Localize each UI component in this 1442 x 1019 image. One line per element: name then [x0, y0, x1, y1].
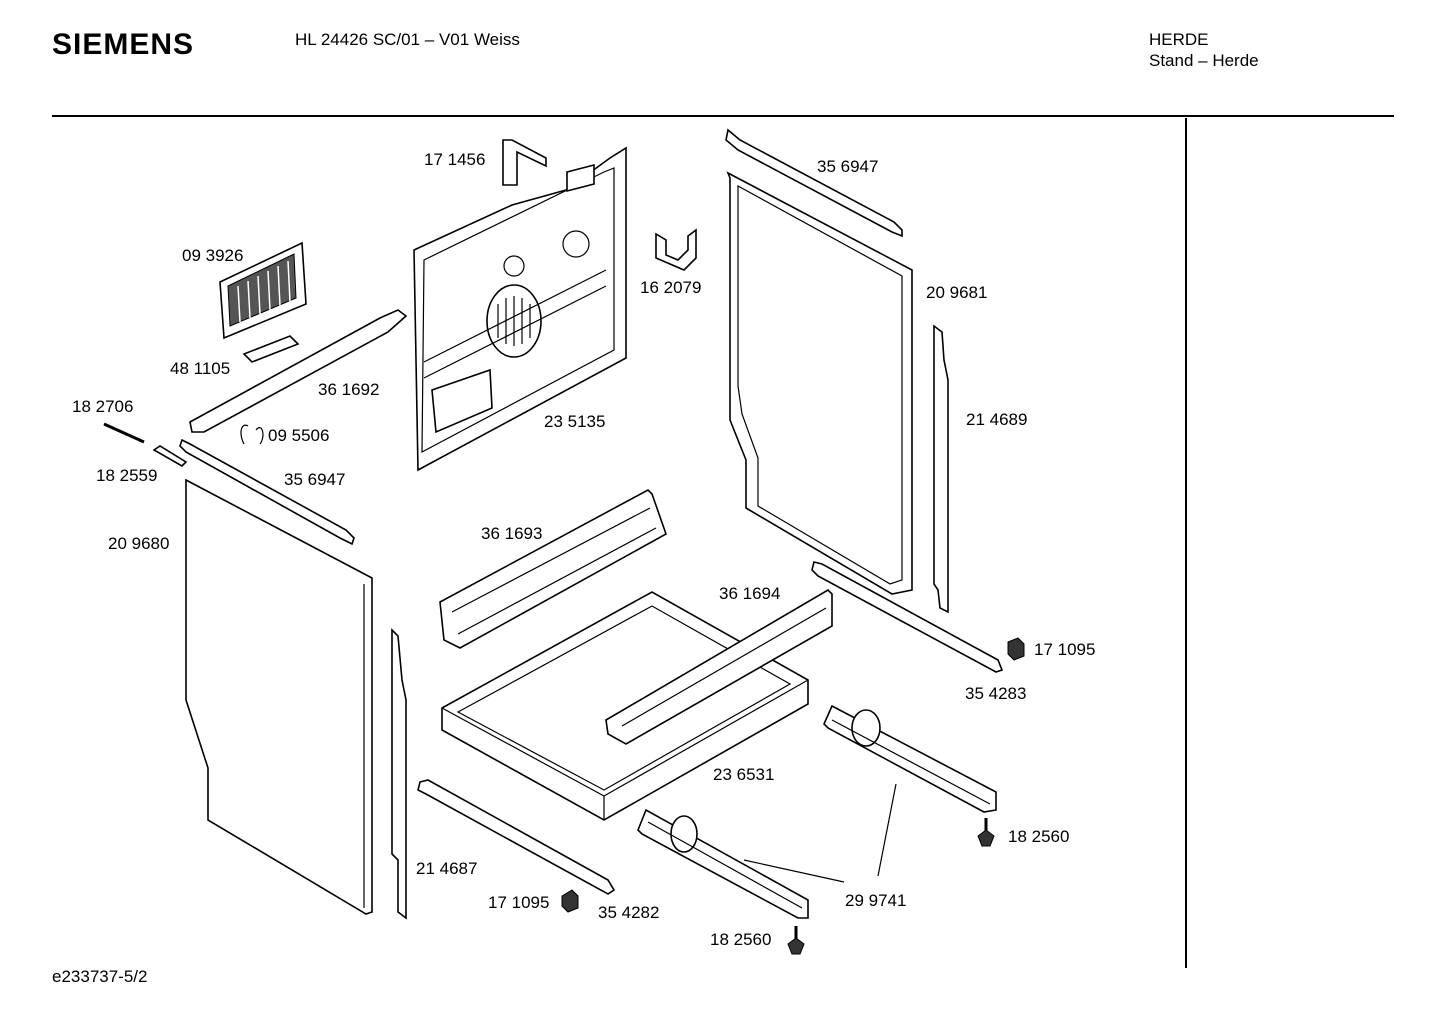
label-361692: 36 1692 [318, 380, 379, 399]
part-side-panel-209680 [185, 478, 373, 915]
part-sleeve-182559 [152, 445, 188, 467]
leader-lines-299741 [743, 783, 897, 883]
label-182559: 18 2559 [96, 466, 157, 485]
label-214689: 21 4689 [966, 410, 1027, 429]
part-bar-361694 [605, 588, 833, 745]
label-171456: 17 1456 [424, 150, 485, 169]
part-strip-214687 [391, 628, 407, 920]
part-strip-214689 [933, 324, 949, 614]
part-bracket-171456 [502, 139, 547, 186]
label-481105: 48 1105 [170, 359, 230, 378]
model-title: HL 24426 SC/01 – V01 Weiss [295, 30, 520, 49]
label-236531: 23 6531 [713, 765, 774, 784]
part-pin-182706 [103, 422, 145, 444]
document-id: e233737-5/2 [52, 967, 148, 986]
header-divider [52, 115, 1394, 117]
label-209680: 20 9680 [108, 534, 169, 553]
part-castor-rail-299741-left [637, 808, 809, 919]
part-foot-182560-right [977, 818, 995, 847]
label-361693: 36 1693 [481, 524, 542, 543]
part-castor-rail-299741-right [823, 704, 997, 813]
part-crossbar-361693 [439, 489, 667, 649]
label-299741: 29 9741 [845, 891, 906, 910]
label-182560-bottom: 18 2560 [710, 930, 771, 949]
label-182706: 18 2706 [72, 397, 133, 416]
part-rail-354282 [417, 779, 616, 895]
part-wire-095506 [240, 424, 264, 445]
part-rail-356947-top [725, 128, 903, 238]
part-clip-162079 [655, 228, 697, 271]
label-162079: 16 2079 [640, 278, 701, 297]
part-clip-171095-right [1007, 637, 1025, 661]
part-clip-171095-left [561, 889, 579, 913]
part-foot-182560-bottom [787, 926, 805, 955]
subcategory-label: Stand – Herde [1149, 51, 1259, 70]
label-356947-left: 35 6947 [284, 470, 345, 489]
part-base-frame-236531 [441, 591, 809, 821]
label-354282: 35 4282 [598, 903, 659, 922]
part-side-frame-209681 [726, 171, 913, 595]
label-214687: 21 4687 [416, 859, 477, 878]
label-095506: 09 5506 [268, 426, 329, 445]
part-back-panel-235135 [413, 146, 627, 472]
part-rail-356947-left [179, 438, 355, 546]
label-235135: 23 5135 [544, 412, 605, 431]
label-354283: 35 4283 [965, 684, 1026, 703]
brand-logo: SIEMENS [52, 28, 195, 61]
category-label: HERDE [1149, 30, 1209, 49]
label-356947-top: 35 6947 [817, 157, 878, 176]
label-182560-right: 18 2560 [1008, 827, 1069, 846]
side-divider [1185, 118, 1187, 968]
label-361694: 36 1694 [719, 584, 780, 603]
label-171095-left: 17 1095 [488, 893, 549, 912]
label-171095-right: 17 1095 [1034, 640, 1095, 659]
part-rail-354283 [811, 561, 1004, 673]
label-209681: 20 9681 [926, 283, 987, 302]
part-bar-361692 [189, 309, 408, 433]
label-093926: 09 3926 [182, 246, 243, 265]
part-grille-093926 [219, 241, 307, 340]
part-plate-481105 [242, 335, 300, 363]
